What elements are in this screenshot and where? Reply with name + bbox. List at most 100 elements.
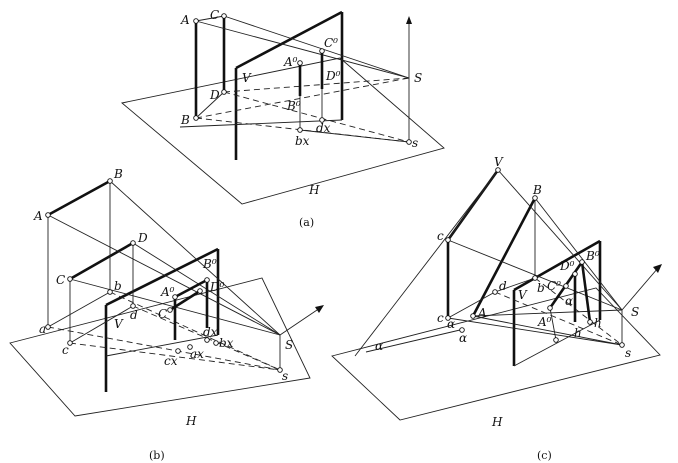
label-d-b: d bbox=[130, 308, 138, 322]
label-V-top-c: V bbox=[494, 155, 504, 169]
picture-plane-top-edge-b bbox=[105, 247, 219, 307]
arrow-head-a bbox=[406, 16, 412, 24]
point-B0-b bbox=[204, 277, 210, 283]
label-alpha1-c: α bbox=[565, 294, 573, 308]
visual-ray-a-b bbox=[47, 214, 281, 336]
point-B0-c bbox=[579, 259, 585, 265]
ground-line-c bbox=[513, 319, 601, 367]
label-bx-a: bx bbox=[295, 134, 310, 148]
label-V-a: V bbox=[242, 71, 252, 85]
point-d-c bbox=[492, 289, 498, 295]
point-C0-b bbox=[167, 307, 173, 313]
point-A0-a bbox=[297, 60, 303, 66]
point-C0-a bbox=[319, 48, 325, 54]
label-a-b: a bbox=[39, 322, 46, 336]
point-s-c bbox=[619, 342, 625, 348]
ground-line-a bbox=[179, 119, 343, 128]
label-C0-c: C⁰ bbox=[547, 279, 561, 293]
point-h1-c bbox=[587, 319, 593, 325]
label-C0-a: C⁰ bbox=[324, 36, 338, 50]
caption-c: (c) bbox=[537, 449, 552, 462]
point-V-top-c bbox=[495, 167, 501, 173]
point-B-b bbox=[107, 178, 113, 184]
point-a-b bbox=[45, 324, 51, 330]
point-cx-b bbox=[175, 348, 181, 354]
label-B-c: B bbox=[532, 183, 542, 197]
plan-cd-b bbox=[69, 305, 134, 344]
point-B-a bbox=[193, 115, 199, 121]
direction-arrow-shaft-c bbox=[621, 267, 659, 311]
label-dx-a: dx bbox=[316, 121, 331, 135]
line-bd-a bbox=[195, 91, 225, 119]
point-c-low-c bbox=[445, 315, 451, 321]
arrow-head-b bbox=[315, 305, 324, 313]
edge-ab-c bbox=[471, 197, 537, 317]
visual-ray-b-b bbox=[109, 180, 281, 336]
label-H-a: H bbox=[308, 183, 320, 197]
ray-c-s-c bbox=[447, 239, 623, 311]
perspective-ab-b bbox=[174, 278, 208, 299]
ray-v-c-c bbox=[447, 169, 499, 241]
ground-plane-h-b bbox=[9, 277, 311, 417]
label-ax-b: ax bbox=[190, 347, 204, 361]
label-cx-b: cx bbox=[164, 354, 178, 368]
ray-a-s-c bbox=[472, 309, 623, 317]
label-H-b: H bbox=[185, 414, 197, 428]
label-b-c: b bbox=[537, 281, 545, 295]
ray-b-s-c bbox=[534, 197, 623, 311]
perspective-cd-b bbox=[169, 289, 201, 312]
caption-a: (a) bbox=[299, 216, 314, 229]
point-C-a bbox=[221, 13, 227, 19]
label-s-b: s bbox=[282, 369, 288, 383]
ground-line-b bbox=[105, 334, 219, 357]
point-s-b bbox=[277, 367, 283, 373]
point-b-c bbox=[532, 275, 538, 281]
visual-ray-b-a bbox=[195, 77, 410, 119]
point-A-a bbox=[193, 18, 199, 24]
label-c-c: c bbox=[437, 229, 444, 243]
label-B-a: B bbox=[180, 113, 190, 127]
ground-ray-c-c bbox=[447, 317, 623, 346]
ray-v-alpha-c bbox=[354, 169, 499, 357]
label-b-b: b bbox=[114, 279, 122, 293]
label-A-c: A bbox=[477, 306, 487, 320]
label-A0-b: A⁰ bbox=[160, 285, 175, 299]
figure-c: V B c d b D⁰ B⁰ C⁰ V α A α α A⁰ h h S s … bbox=[331, 155, 662, 462]
ray-v-s-c bbox=[497, 169, 623, 311]
plan-cd-c bbox=[447, 291, 496, 319]
visual-ray-d-a bbox=[223, 77, 410, 93]
label-dx-b: dx bbox=[203, 325, 218, 339]
label-V-c: V bbox=[518, 288, 528, 302]
base-alpha-line-c bbox=[365, 329, 461, 353]
label-s-a: s bbox=[412, 136, 418, 150]
ground-plane-h-c bbox=[331, 287, 661, 421]
point-B-c bbox=[532, 195, 538, 201]
ground-ray-a-c bbox=[472, 315, 623, 346]
point-D0-c bbox=[572, 271, 578, 277]
ground-ray-b-b bbox=[109, 291, 281, 371]
point-b-b bbox=[107, 289, 113, 295]
label-s-c: s bbox=[625, 346, 631, 360]
ground-plane-h-a bbox=[121, 57, 445, 205]
label-C-a: C bbox=[210, 8, 219, 22]
plan-db-c bbox=[494, 277, 536, 293]
line-ac-a bbox=[195, 15, 225, 22]
label-B0-a: B⁰ bbox=[286, 99, 301, 113]
ground-ray-b-c bbox=[534, 277, 623, 346]
point-dx-b bbox=[204, 337, 210, 343]
point-dx-a bbox=[319, 117, 325, 123]
label-alpha3-c: α bbox=[459, 331, 467, 345]
visual-ray-c-a bbox=[223, 15, 410, 79]
label-S-c: S bbox=[631, 305, 639, 319]
label-B0-b: B⁰ bbox=[202, 257, 217, 271]
label-A-a: A bbox=[180, 13, 190, 27]
point-d-b bbox=[130, 303, 136, 309]
figure-a: A C C⁰ A⁰ D⁰ V S D B⁰ B dx bx s H (a) bbox=[121, 8, 445, 229]
point-C0-c bbox=[563, 283, 569, 289]
caption-b: (b) bbox=[149, 449, 165, 462]
figure-b: A B D C b a c d V A⁰ B⁰ D⁰ C dx bx ax cx… bbox=[9, 167, 324, 462]
point-ax-b bbox=[187, 344, 193, 350]
point-A0-c bbox=[547, 305, 553, 311]
point-A-b bbox=[45, 212, 51, 218]
